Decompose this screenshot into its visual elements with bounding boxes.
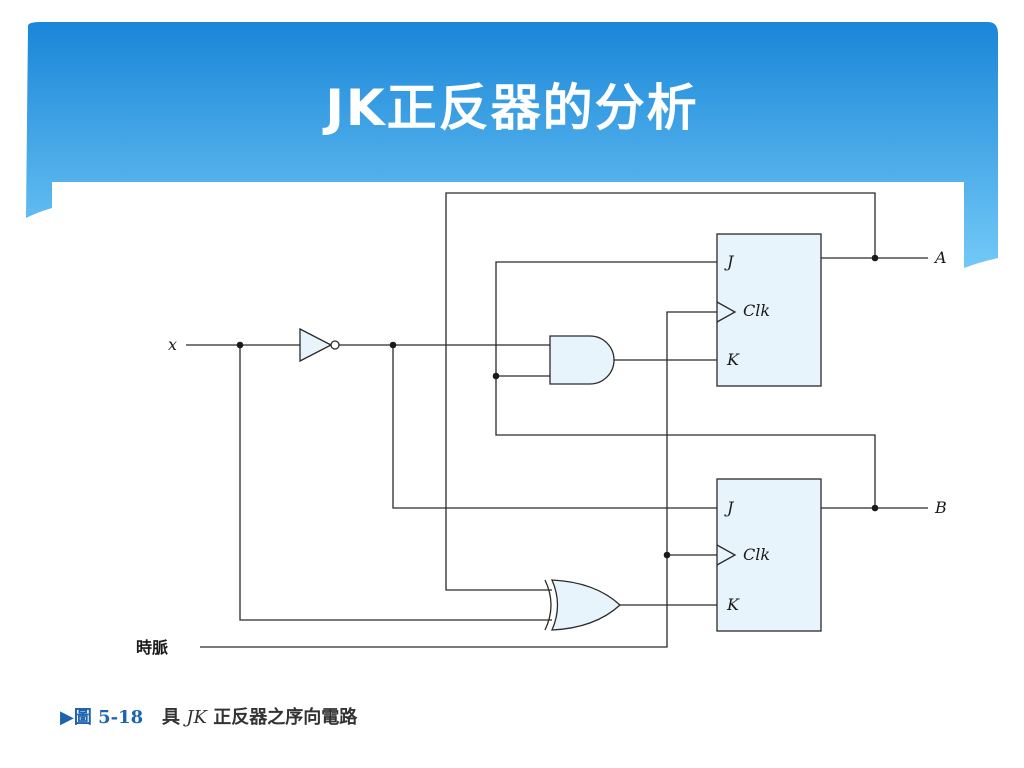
junction-dot (871, 254, 879, 262)
caption-text-italic: JK (186, 707, 207, 728)
wire-xbar-to-jb (392, 345, 717, 509)
junction-dot (663, 551, 671, 559)
clock-label: 時脈 (136, 638, 168, 657)
not-gate (299, 327, 333, 363)
junction-dot (236, 341, 244, 349)
output-b-label: B (934, 498, 947, 517)
not-gate-bubble (330, 340, 340, 350)
caption-text-1: 具 (161, 707, 180, 728)
figure-caption: ▶圖 5-18 具 JK 正反器之序向電路 (60, 703, 357, 729)
figure-number: ▶圖 5-18 (60, 707, 144, 728)
ffb-k-label: K (726, 595, 740, 614)
junction-dot (871, 504, 879, 512)
and-gate (549, 335, 615, 385)
flipflop-a (716, 233, 822, 387)
wire-a-feedback (445, 192, 876, 591)
ffa-k-label: K (726, 350, 740, 369)
page-title: JK正反器的分析 (325, 79, 699, 137)
xor-gate (550, 579, 621, 631)
title-banner (26, 22, 998, 268)
junction-dot (492, 372, 500, 380)
wire-b-feedback (495, 261, 876, 508)
caption-text-2: 正反器之序向電路 (213, 707, 358, 728)
ffa-clk-label: Clk (743, 301, 770, 320)
wire-clock (200, 311, 717, 648)
xor-gate-extra-arc (544, 579, 552, 631)
junction-dot (389, 341, 397, 349)
flipflop-a-clock-triangle (716, 301, 737, 323)
ffb-clk-label: Clk (743, 545, 770, 564)
ffa-j-label: J (724, 252, 735, 271)
input-x-label: x (168, 335, 177, 354)
flipflop-b-clock-triangle (716, 544, 737, 566)
wire-x-to-xor (239, 345, 552, 621)
ffb-j-label: J (724, 498, 735, 517)
output-a-label: A (933, 248, 947, 267)
